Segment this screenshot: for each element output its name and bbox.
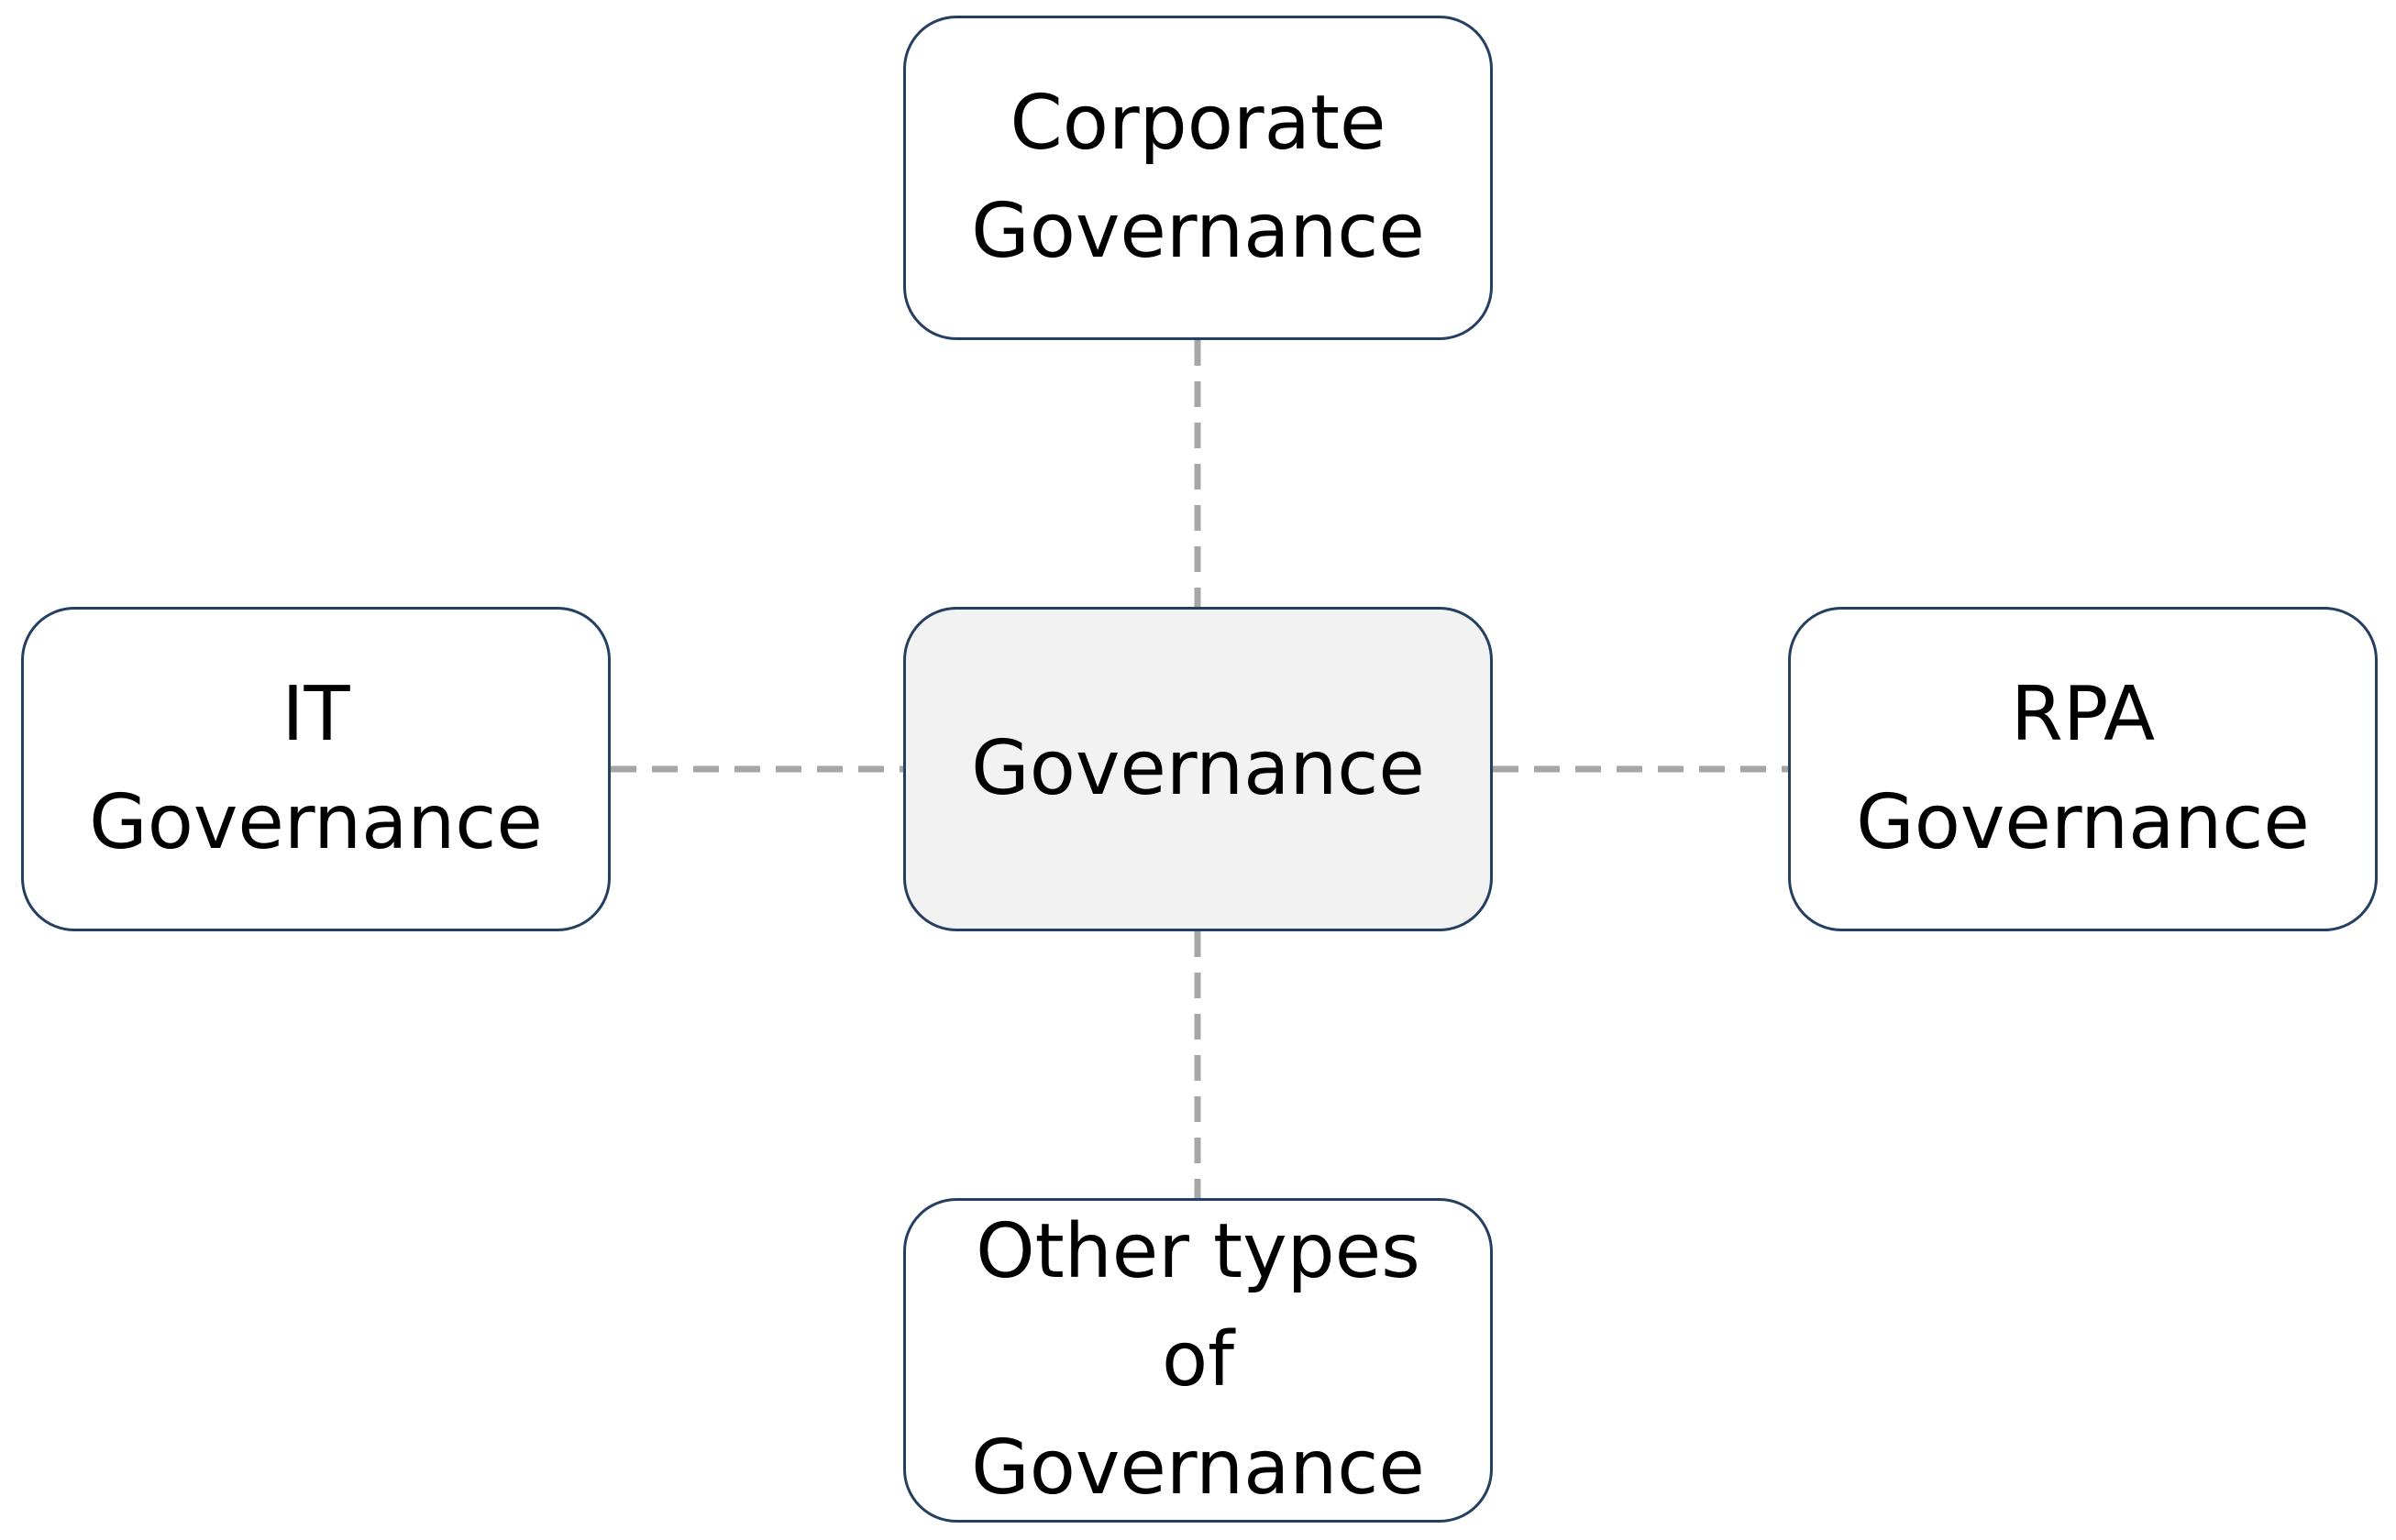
node-label-line: of <box>1161 1316 1235 1403</box>
other-governance-node: Other types of Governance <box>903 1198 1493 1523</box>
rpa-governance-node: RPA Governance <box>1788 607 2378 931</box>
rpa-governance-label: RPA Governance <box>1856 661 2310 877</box>
it-governance-label: IT Governance <box>89 661 543 877</box>
governance-center-node: Governance <box>903 607 1493 931</box>
governance-center-label: Governance <box>971 725 1425 812</box>
node-label-line: RPA <box>2010 671 2156 758</box>
node-label-line: Governance <box>89 779 543 866</box>
corporate-governance-label: Corporate Governance <box>971 70 1425 286</box>
node-label-line: Corporate <box>1010 80 1386 167</box>
node-label-line: Other types <box>976 1208 1420 1295</box>
corporate-governance-node: Corporate Governance <box>903 16 1493 340</box>
other-governance-label: Other types of Governance <box>971 1198 1425 1523</box>
node-label-line: Governance <box>1856 779 2310 866</box>
node-label-line: IT <box>282 671 350 758</box>
node-label-line: Governance <box>971 188 1425 275</box>
node-label-line: Governance <box>971 1424 1425 1512</box>
it-governance-node: IT Governance <box>21 607 611 931</box>
